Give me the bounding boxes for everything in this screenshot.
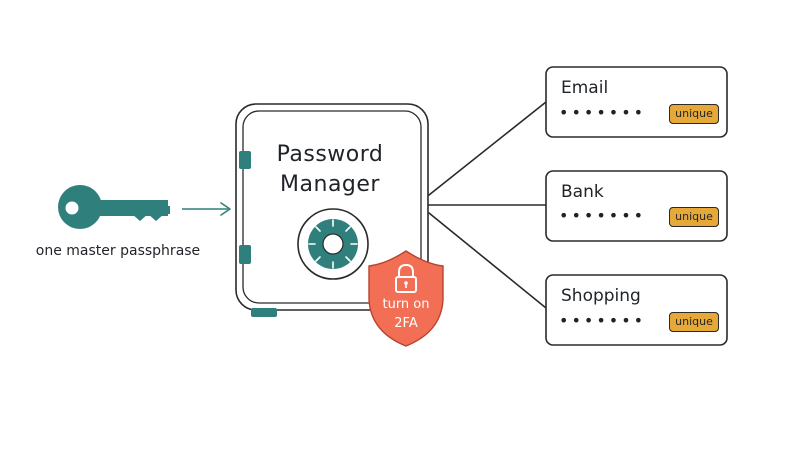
vault-title: Password Manager [250, 140, 410, 200]
two-factor-line1: turn on [382, 297, 430, 312]
vault-connectors [428, 101, 547, 309]
masked-password: ••••••• [559, 206, 647, 225]
two-factor-line2: 2FA [394, 316, 418, 331]
account-cards [545, 66, 728, 346]
lock-icon [395, 263, 417, 293]
vault-title-line2: Manager [280, 172, 380, 197]
key-icon [58, 185, 170, 229]
unique-badge: unique [669, 312, 719, 332]
account-name: Bank [561, 182, 604, 202]
vault-title-line1: Password [276, 142, 384, 167]
shield-icon [368, 250, 444, 347]
safe-icon [235, 103, 429, 317]
unique-badge: unique [669, 207, 719, 227]
safe-dial-icon [297, 208, 369, 280]
key-caption: one master passphrase [35, 243, 201, 259]
account-name: Email [561, 78, 609, 98]
unique-badge: unique [669, 104, 719, 124]
masked-password: ••••••• [559, 311, 647, 330]
connector-shopping [428, 212, 547, 309]
account-name: Shopping [561, 286, 641, 306]
masked-password: ••••••• [559, 103, 647, 122]
two-factor-label: turn on 2FA [366, 295, 446, 333]
connector-email [428, 101, 547, 196]
key-to-vault-arrow [182, 202, 231, 216]
